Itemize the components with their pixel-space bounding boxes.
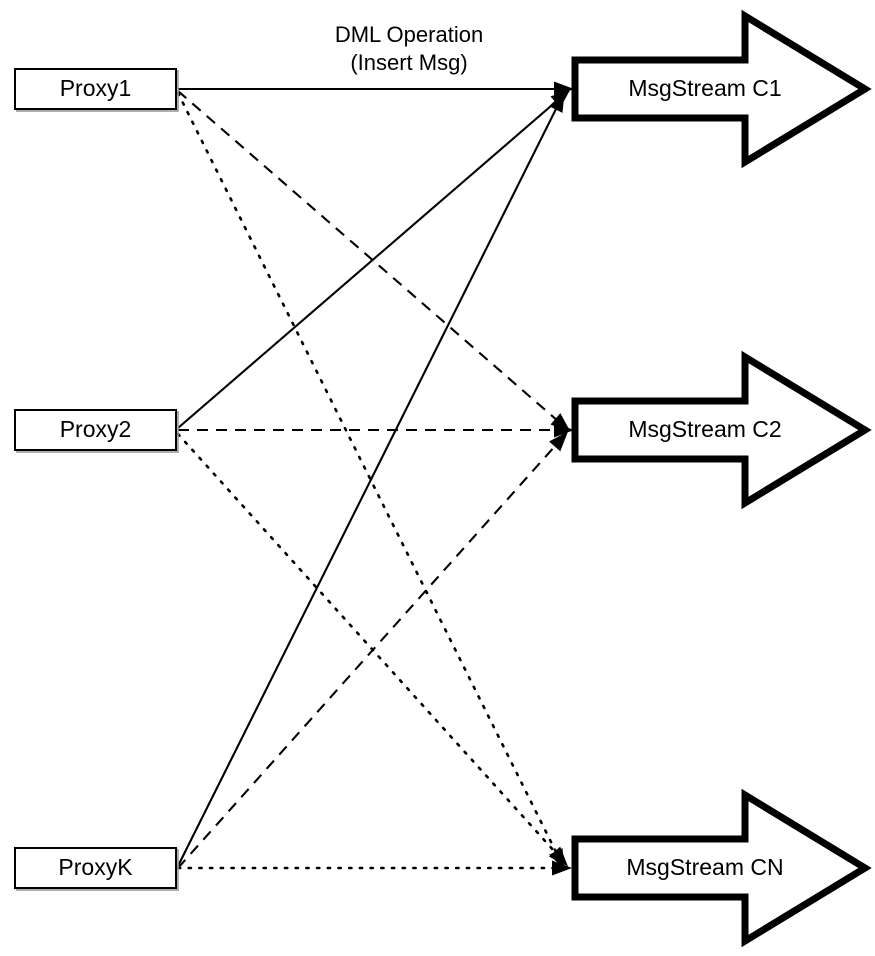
arrowhead-proxyK-to-cn [552,860,572,876]
proxy-box[interactable] [14,847,177,889]
msgstream-block-arrow-icon[interactable] [571,788,872,948]
msgstream-block-arrow-icon[interactable] [571,9,872,169]
links-layer [176,87,568,870]
arrowhead-proxy2-to-cn [549,846,569,867]
arrowhead-proxy1-to-c1 [554,81,574,97]
proxy-node-proxy1[interactable]: Proxy1 [14,68,179,112]
link-proxyK-to-c2 [177,435,565,869]
msgstream-label: MsgStream C1 [628,75,781,101]
proxy-label: Proxy1 [60,75,132,101]
proxy-node-proxy2[interactable]: Proxy2 [14,409,179,453]
msgstream-label: MsgStream CN [626,854,783,880]
link-proxy2-to-c1 [177,92,567,429]
proxy-node-proxyK[interactable]: ProxyK [14,847,179,891]
proxy-box[interactable] [14,68,177,110]
link-proxy1-to-cn [176,91,564,866]
link-proxyK-to-c1 [177,96,563,867]
msgstream-node-cn[interactable]: MsgStream CN [571,788,872,948]
arrowhead-proxyK-to-c1 [549,91,565,113]
arrowhead-proxy2-to-c2 [554,422,574,438]
msgstream-node-c2[interactable]: MsgStream C2 [571,350,872,510]
msgstream-block-arrow-icon[interactable] [571,350,872,510]
arrowheads-layer [549,81,574,876]
proxy-box[interactable] [14,409,177,451]
arrowhead-proxyK-to-c2 [549,431,568,452]
msgstream-label: MsgStream C2 [628,416,781,442]
edge-label-line2: (Insert Msg) [350,50,467,75]
streams-layer: MsgStream C1 MsgStream C2 MsgStream CN [571,9,872,948]
proxy-label: Proxy2 [60,416,132,442]
msgstream-node-c1[interactable]: MsgStream C1 [571,9,872,169]
edge-label-line1: DML Operation [335,22,483,47]
edge-label-dml-operation: DML Operation (Insert Msg) [335,22,483,75]
link-proxy2-to-cn [176,432,566,864]
proxy-label: ProxyK [58,854,133,880]
